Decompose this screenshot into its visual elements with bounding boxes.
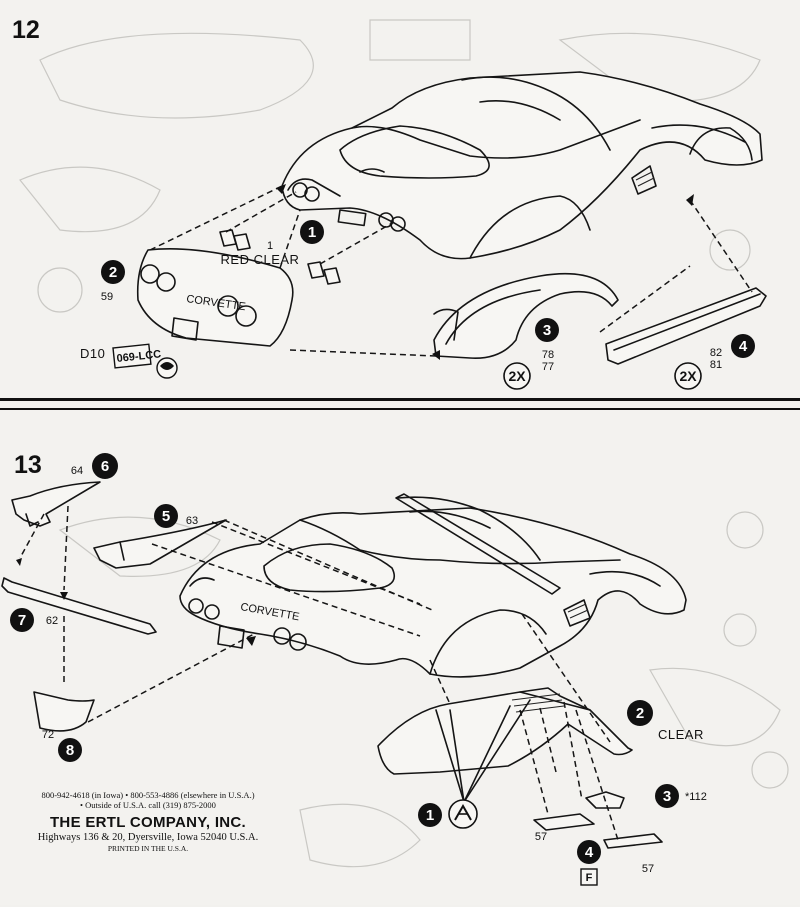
quantity-2x-badge: 2X [674, 362, 702, 390]
part-number-59: 59 [101, 291, 113, 303]
svg-text:3: 3 [663, 788, 671, 805]
step-13-diagram: CORVETTE [1, 453, 789, 886]
fender-flare-part [433, 272, 619, 359]
svg-text:4: 4 [739, 338, 748, 355]
decal-code: D10 [80, 346, 105, 361]
part-number-62: 62 [46, 615, 58, 627]
svg-text:1: 1 [426, 807, 434, 824]
sun-visor-part [533, 813, 663, 849]
spoiler-part [11, 481, 101, 527]
svg-text:8: 8 [66, 742, 74, 759]
callout-badge-1: 1 [300, 220, 324, 244]
part-number-57: 57 [535, 831, 547, 843]
part-number-72: 72 [42, 729, 54, 741]
part-number-78: 78 [542, 349, 554, 361]
license-plate-decal: 069-LCC [112, 343, 162, 369]
company-name: THE ERTL COMPANY, INC. [49, 814, 247, 831]
rear-fascia-part: CORVETTE [136, 248, 294, 347]
car-body: CORVETTE [179, 493, 687, 678]
callout-badge-3: 3 [655, 784, 679, 808]
callout-badge-4: 4 [577, 840, 601, 864]
tail-light-lenses [219, 229, 341, 285]
assembly-guide-lines [16, 505, 619, 841]
callout-badge-1: 1 [418, 803, 442, 827]
side-strip-part [1, 577, 157, 635]
part-number-77: 77 [542, 361, 554, 373]
step-12-diagram: CORVETTE [19, 19, 767, 390]
svg-text:4: 4 [585, 844, 594, 861]
rear-wing-part [93, 519, 227, 569]
part-number-1: 1 [267, 240, 273, 252]
step-13-panel: 13 [0, 408, 800, 907]
callout-badge-2: 2 [101, 260, 125, 284]
svg-text:2X: 2X [508, 368, 526, 384]
svg-text:2: 2 [636, 705, 644, 722]
callout-badge-7: 7 [10, 608, 34, 632]
glue-callout-lines [435, 699, 531, 803]
part-number-81: 81 [710, 359, 722, 371]
callout-badge-2: 2 [627, 700, 653, 726]
part-number-112: *112 [685, 791, 707, 803]
svg-text:F: F [586, 872, 593, 884]
company-info: 800-942-4618 (in Iowa) • 800-553-4886 (e… [28, 790, 268, 853]
phone-line: 800-942-4618 (in Iowa) • 800-553-4886 (e… [41, 790, 255, 800]
svg-text:2: 2 [109, 264, 117, 281]
paint-code-box: F [580, 868, 598, 886]
rocker-panel-part [605, 287, 767, 365]
air-dam-part [33, 691, 95, 732]
svg-text:069-LCC: 069-LCC [116, 348, 162, 365]
part-number-82: 82 [710, 347, 722, 359]
assembly-guide-lines [149, 184, 753, 360]
car-body [281, 71, 763, 260]
callout-badge-6: 6 [92, 453, 118, 479]
bleed-through-art [58, 511, 789, 868]
material-red-clear: RED CLEAR [221, 252, 300, 267]
printed-in-label: PRINTED IN THE U.S.A. [107, 844, 189, 853]
svg-text:3: 3 [543, 322, 551, 339]
callout-badge-4: 4 [731, 334, 755, 358]
svg-text:6: 6 [101, 458, 109, 475]
phone-line-international: • Outside of U.S.A. call (319) 875-2000 [80, 800, 216, 810]
material-clear: CLEAR [658, 727, 704, 742]
step-12-panel: 12 [0, 0, 800, 401]
callout-badge-3: 3 [535, 318, 559, 342]
part-number-63: 63 [186, 515, 198, 527]
callout-badge-8: 8 [58, 738, 82, 762]
quantity-2x-badge: 2X [503, 362, 531, 390]
svg-text:2X: 2X [679, 368, 697, 384]
part-number-57: 57 [642, 863, 654, 875]
svg-text:1: 1 [308, 224, 316, 241]
svg-text:7: 7 [18, 612, 26, 629]
company-address: Highways 136 & 20, Dyersville, Iowa 5204… [37, 832, 259, 843]
step-number: 13 [14, 451, 42, 479]
emblem-decal-icon [156, 357, 178, 379]
callout-badge-5: 5 [154, 504, 178, 528]
windshield-part [377, 687, 633, 775]
svg-text:5: 5 [162, 508, 170, 525]
step-number: 12 [12, 16, 40, 44]
part-number-64: 64 [71, 465, 83, 477]
glue-icon [448, 799, 478, 829]
